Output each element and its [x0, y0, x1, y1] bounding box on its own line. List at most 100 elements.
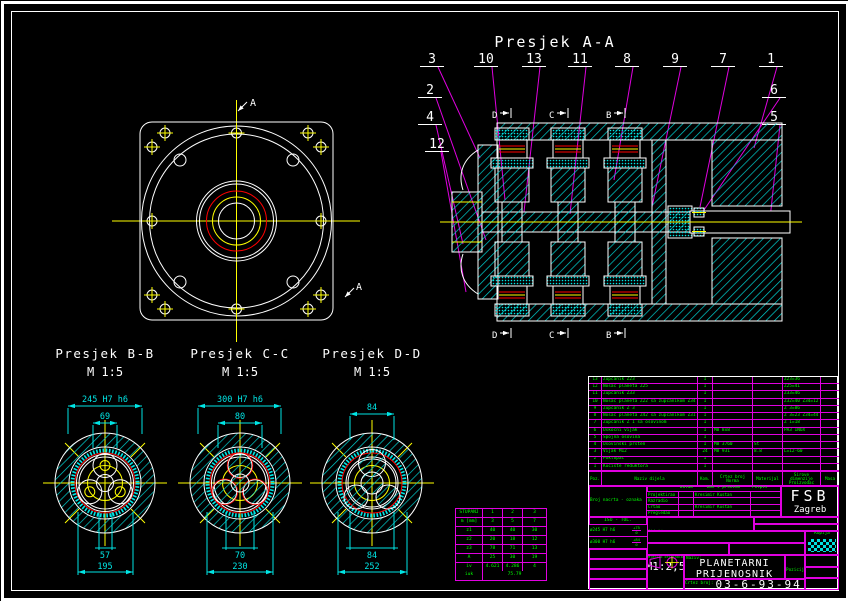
gear-total-label: iuk	[456, 571, 483, 580]
gear-table-row: iv 4.621 4.286 4	[456, 563, 546, 572]
cut-plane-markers: D C B D C B	[492, 108, 626, 341]
drawing-number-cell: Broj nacrta - oznaka	[589, 485, 647, 517]
napomena-cell: Napomena:	[647, 531, 805, 543]
balloon: 9	[671, 52, 679, 67]
parts-list: 13 Zupcanik Z23 1 Z23=36 12 Nosac planet…	[589, 377, 839, 472]
iso-tol-row: ø245 H7 h6 +75 0	[589, 525, 647, 537]
section-dd-scale: M 1:5	[354, 365, 390, 379]
signature-row: Projektirao Kresimir Kustan	[647, 492, 781, 499]
objekt-cell: Objekt:	[647, 517, 754, 531]
section-cc-scale: M 1:5	[222, 365, 258, 379]
hub-circle	[199, 183, 274, 259]
parts-list-row: 4 Osovinski prsten 1 M8 3760 St	[589, 442, 839, 450]
parts-list-row: 8 Nosac planeta Z42 sa zupcanikom Z31 1 …	[589, 413, 839, 421]
svg-text:195: 195	[97, 562, 112, 572]
gear-data-table: STUPANJ 1 2 3 m [mm] 3 5 7 z1 40 40 30	[455, 508, 547, 581]
section-cut-marker-a-top: A	[237, 98, 256, 112]
gear-row-label: z1	[456, 527, 483, 536]
front-view: A A	[112, 98, 362, 342]
signature-row: Crtao Kresimir Kustan	[647, 504, 781, 511]
gear-total-value: 75.79	[507, 572, 522, 578]
iso-tol-header: ISO - TOL.	[589, 517, 647, 525]
bb-planets	[77, 453, 133, 505]
parts-list-row: 12 Nosac planeta Z25 1 Z25=41	[589, 384, 839, 392]
gear-table-row: z2 20 18 12	[456, 536, 546, 546]
gear-table-row: m [mm] 3 5 7	[456, 518, 546, 528]
parts-list-row: 7 Zupcanik Z 1 sa osovinom 1 Z 1=18	[589, 420, 839, 428]
parts-list-row: 1 Kuciste reduktora 1	[589, 463, 839, 472]
format-cell: Format:	[805, 555, 839, 567]
svg-text:70: 70	[235, 551, 245, 561]
listova-cell: Listova:	[805, 567, 839, 578]
section-bb-view: Presjek B-B M 1:5 245 H7 h6	[43, 346, 167, 575]
gear-table-row: z3 78 71 13	[456, 545, 546, 555]
gear-table-rows: STUPANJ 1 2 3 m [mm] 3 5 7 z1 40 40 30	[456, 509, 546, 572]
balloon: 1	[767, 52, 775, 67]
section-cc-title: Presjek C-C	[190, 346, 289, 361]
materijal-cell: Materijal:	[647, 543, 729, 555]
gear-row-label: m [mm]	[456, 518, 483, 527]
svg-text:57: 57	[100, 551, 110, 561]
svg-text:84: 84	[367, 403, 377, 413]
pozicija-cell: Pozicija:	[785, 555, 805, 579]
scale-value: M1:2,5	[647, 559, 684, 573]
hub-circle	[196, 180, 277, 262]
rn-broj-cell: R.N. broj:	[754, 524, 839, 531]
projection-symbol-icon	[649, 556, 679, 569]
balloon: 6	[770, 83, 778, 98]
parts-list-row: 11 Zupcanik Z33 1 Z33=46	[589, 391, 839, 399]
svg-text:84: 84	[367, 551, 377, 561]
iso-tol-rows: ø245 H7 h6 +75 0 ø300 H7 h6 +84 0	[589, 525, 647, 549]
svg-text:230: 230	[232, 562, 247, 572]
title-block: 13 Zupcanik Z23 1 Z23=36 12 Nosac planet…	[588, 376, 839, 590]
bb-dimensions: 245 H7 h6 69 57 195	[67, 395, 143, 575]
kopija-stamp-area	[808, 539, 836, 552]
parts-list-row: 13 Zupcanik Z23 1 Z23=36	[589, 377, 839, 385]
svg-text:B: B	[606, 331, 611, 341]
gear-table-row: z1 40 40 30	[456, 527, 546, 537]
signature-row: Razradio	[647, 498, 781, 505]
gear-table-total-row: iuk 75.79	[456, 571, 546, 580]
section-dd-view: Presjek D-D M 1:5 84	[310, 346, 434, 575]
gear-row-label: iv	[456, 563, 483, 572]
gear-table-row: STUPANJ 1 2 3	[456, 509, 546, 519]
svg-text:C: C	[549, 111, 554, 121]
signature-row: Pregledao	[647, 510, 781, 517]
dowel-hole	[286, 153, 300, 167]
balloon: 2	[426, 83, 434, 98]
balloon: 10	[478, 52, 494, 67]
gear-row-label: z2	[456, 536, 483, 545]
drawing-title-line1: PLANETARNI	[699, 558, 770, 569]
svg-text:245 H7 h6: 245 H7 h6	[82, 395, 128, 405]
svg-text:A: A	[250, 98, 256, 109]
gear-pitch-circle	[206, 190, 267, 252]
drawing-title-line2: PRIJENOSNIK	[695, 569, 774, 579]
balloon-numbers: 3 10 13 11 8 9 7 1 2 6 4 5 12	[426, 52, 778, 152]
kopija-cell: Kopija	[805, 531, 839, 555]
parts-list-row: 2 Poklopac 1	[589, 456, 839, 464]
crtez-broj-cell: Crtez broj: 03-6-93-94	[684, 579, 805, 590]
section-aa-view: Presjek A-A 3 10 13 11 8 9 7 1	[418, 33, 802, 341]
parts-list-row: 9 Zupcanik Z 3 1 Z 3=86	[589, 405, 839, 414]
svg-text:252: 252	[364, 562, 379, 572]
parts-list-row: 10 Nosac planeta Z22 sa zupcanikom Z34 1…	[589, 398, 839, 406]
objekt-broj-cell: Objekt broj:	[754, 517, 839, 524]
svg-text:A: A	[356, 282, 362, 293]
gear-row-label: STUPANJ	[456, 509, 483, 518]
section-bb-title: Presjek B-B	[55, 346, 154, 361]
list-cell: List:	[805, 578, 839, 590]
balloon: 3	[428, 52, 436, 67]
iso-tol-row: ø300 H7 h6 +84 0	[589, 537, 647, 549]
naziv-cell: Naziv: PLANETARNI PRIJENOSNIK	[684, 555, 785, 579]
gear-table-row: A 25 30 19	[456, 554, 546, 564]
section-bb-scale: M 1:5	[87, 365, 123, 379]
organization-logo: FSB Zagreb	[781, 485, 839, 517]
gear-row-label: A	[456, 554, 483, 563]
svg-text:300 H7 h6: 300 H7 h6	[217, 395, 263, 405]
cc-dimensions: 300 H7 h6 80 70 230	[197, 395, 282, 575]
parts-list-row: 6 Uskocni vijak 1 M8 8x8 PA3 INOX	[589, 427, 839, 435]
svg-text:80: 80	[235, 412, 245, 422]
section-aa-title: Presjek A-A	[494, 33, 615, 51]
